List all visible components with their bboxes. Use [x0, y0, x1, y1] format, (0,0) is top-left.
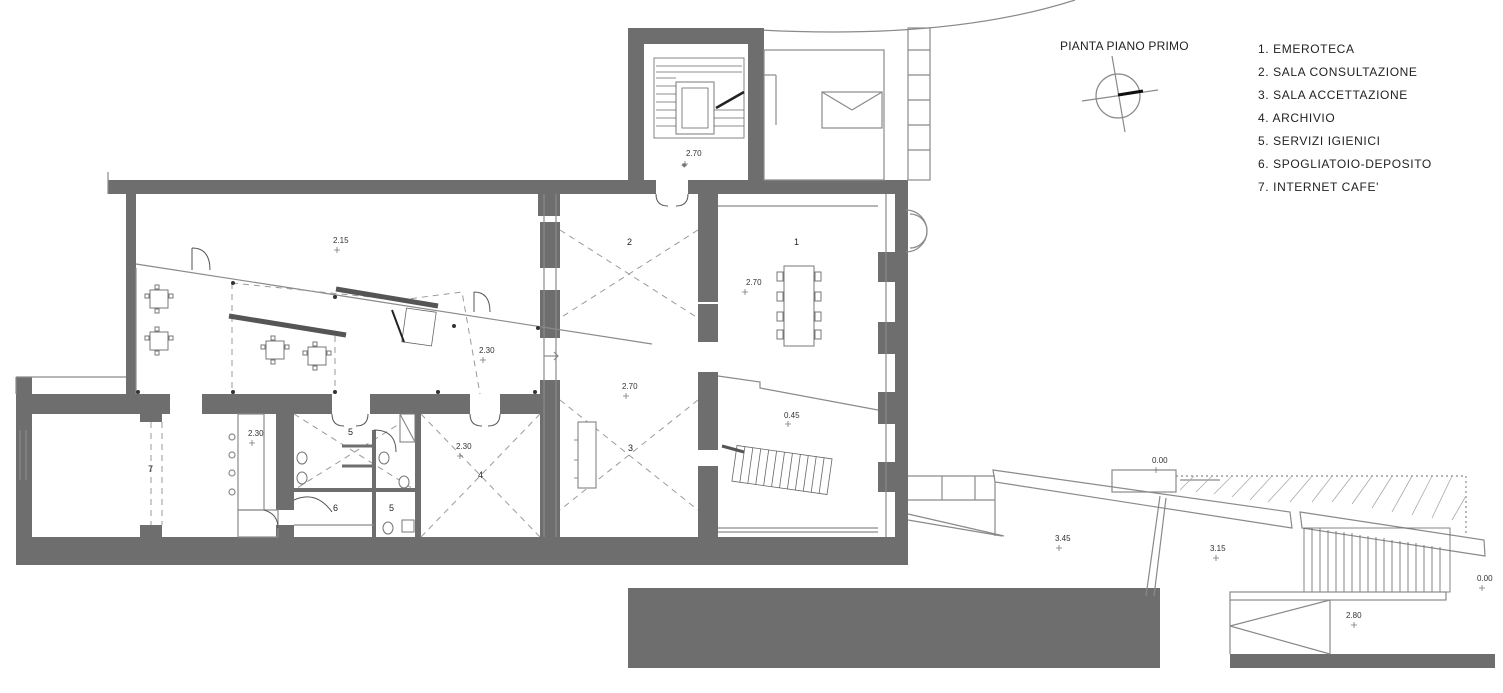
courtyard-ramp — [907, 469, 1486, 655]
room-numbers: 1 2 3 4 5 5 6 7 — [148, 237, 799, 513]
level-marks: 2.70 ⌖ 2.15 2.30 2.30 2.70 2.30 2.70 0.4… — [248, 149, 1493, 620]
level-ramp-top: 0.00 — [1152, 456, 1168, 465]
legend-item-7: 7. INTERNET CAFE' — [1258, 180, 1379, 194]
level-cafe-upper: 2.15 — [333, 236, 349, 245]
level-court-edge: 0.00 — [1477, 574, 1493, 583]
room-number-2: 2 — [627, 237, 632, 247]
level-emeroteca-low: 0.45 — [784, 411, 800, 420]
level-hall: 2.70 — [622, 382, 638, 391]
plan-title: PIANTA PIANO PRIMO — [1060, 39, 1189, 53]
legend-item-3: 3. SALA ACCETTAZIONE — [1258, 88, 1408, 102]
lower-rooms — [19, 413, 541, 538]
north-arrow-icon — [1081, 55, 1159, 133]
room-number-5b: 5 — [389, 503, 394, 513]
room-number-4: 4 — [478, 470, 483, 480]
level-court-low: 2.80 — [1346, 611, 1362, 620]
level-cross-markers — [249, 161, 1485, 628]
room-number-7: 7 — [148, 464, 153, 474]
legend-item-2: 2. SALA CONSULTAZIONE — [1258, 65, 1418, 79]
level-court-b: 3.15 — [1210, 544, 1226, 553]
level-court-a: 3.45 — [1055, 534, 1071, 543]
room-number-3: 3 — [628, 443, 633, 453]
thin-outlines — [15, 27, 931, 537]
room-number-6: 6 — [333, 503, 338, 513]
level-stair-tower: 2.70 — [686, 149, 702, 158]
street-edge-arc — [759, 0, 1076, 33]
legend-item-5: 5. SERVIZI IGIENICI — [1258, 134, 1381, 148]
hall-area — [559, 229, 699, 511]
emeroteca-area — [717, 205, 879, 495]
room-number-5a: 5 — [348, 427, 353, 437]
level-cafe-mid: 2.30 — [479, 346, 495, 355]
legend-item-1: 1. EMEROTECA — [1258, 42, 1355, 56]
legend-item-6: 6. SPOGLIATOIO-DEPOSITO — [1258, 157, 1432, 171]
legend-item-4: 4. ARCHIVIO — [1258, 111, 1335, 125]
cafe-area — [135, 247, 653, 395]
legend: 1. EMEROTECA 2. SALA CONSULTAZIONE 3. SA… — [1258, 42, 1432, 194]
room-number-1: 1 — [794, 237, 799, 247]
level-emeroteca: 2.70 — [746, 278, 762, 287]
walls — [16, 28, 1495, 668]
svg-text:⌖: ⌖ — [682, 161, 687, 170]
level-archive: 2.30 — [456, 442, 472, 451]
stair-tower — [653, 57, 745, 207]
level-cafe-bottom: 2.30 — [248, 429, 264, 438]
